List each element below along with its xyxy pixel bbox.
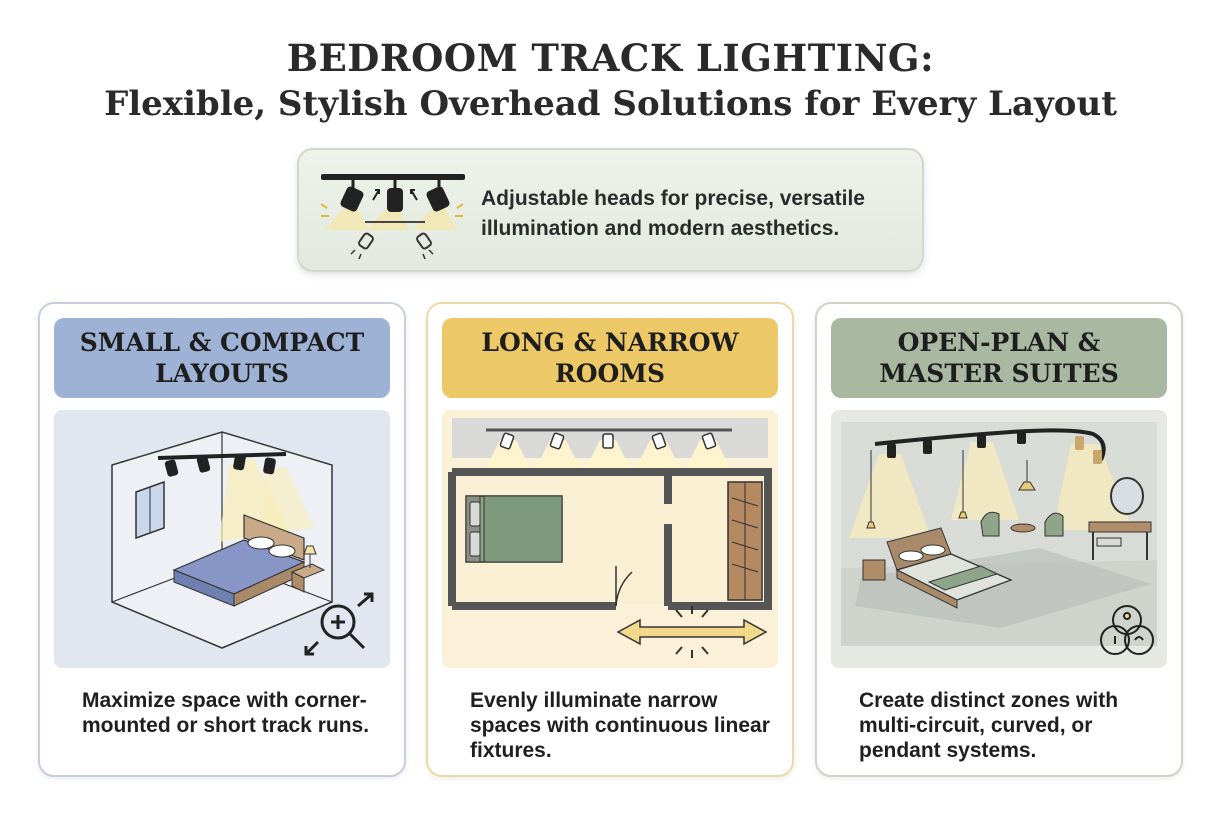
card-description: Create distinct zones with multi-circuit… xyxy=(859,689,1119,762)
zones-venn-icon xyxy=(1100,605,1154,655)
small-room-illustration xyxy=(54,410,390,668)
card-long-narrow: LONG & NARROW ROOMS xyxy=(426,302,794,777)
card-small-compact: SMALL & COMPACT LAYOUTS xyxy=(38,302,406,777)
card-heading: OPEN-PLAN & MASTER SUITES xyxy=(831,318,1167,398)
narrow-room-illustration xyxy=(442,410,778,668)
page-subtitle: Flexible, Stylish Overhead Solutions for… xyxy=(104,84,1117,124)
card-description: Evenly illuminate narrow spaces with con… xyxy=(470,689,770,762)
intro-banner: Adjustable heads for precise, versatile … xyxy=(297,148,924,272)
banner-text: Adjustable heads for precise, versatile … xyxy=(481,187,865,240)
card-heading: SMALL & COMPACT LAYOUTS xyxy=(54,318,390,398)
card-description: Maximize space with corner-mounted or sh… xyxy=(82,689,370,737)
card-open-plan: OPEN-PLAN & MASTER SUITES xyxy=(815,302,1183,777)
double-arrow-icon xyxy=(616,606,768,658)
open-plan-illustration xyxy=(831,410,1167,668)
track-light-icon xyxy=(320,174,465,260)
zoom-expand-icon xyxy=(304,592,374,656)
card-heading: LONG & NARROW ROOMS xyxy=(442,318,778,398)
page-title: BEDROOM TRACK LIGHTING: xyxy=(286,36,935,80)
